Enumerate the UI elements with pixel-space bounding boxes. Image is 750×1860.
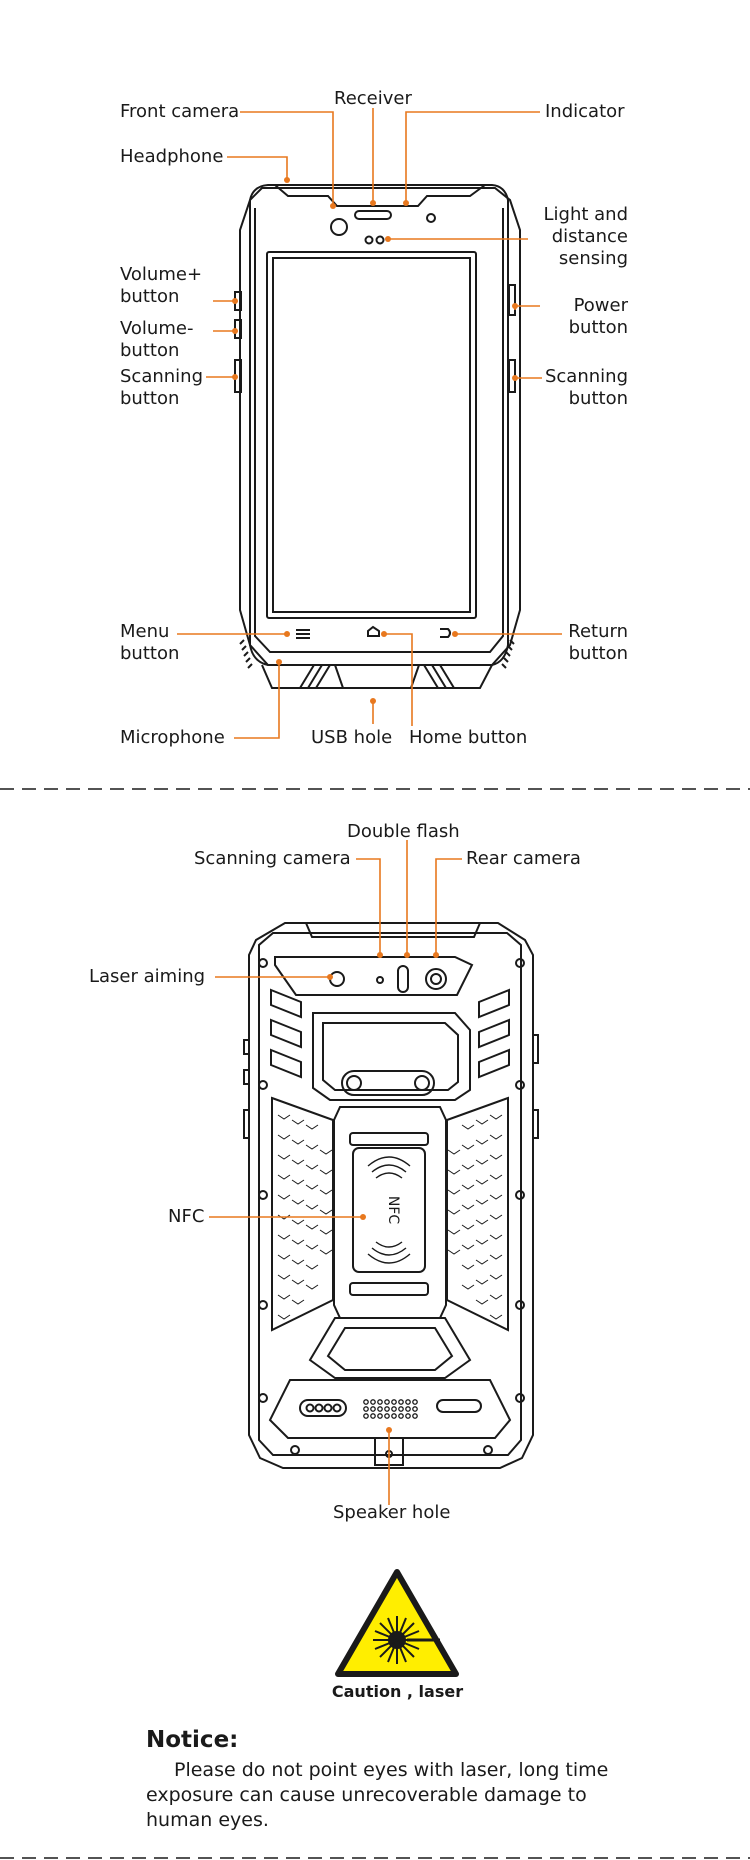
label-return-button: Return button	[568, 621, 628, 664]
label-nfc: NFC	[168, 1206, 205, 1227]
label-power-button: Power button	[568, 295, 628, 338]
phone-back	[243, 922, 539, 1469]
front-leader-dots	[232, 177, 518, 704]
notice-body-text: Please do not point eyes with laser, lon…	[146, 1759, 609, 1831]
grip-texture	[277, 1114, 503, 1320]
label-scanning-camera: Scanning camera	[194, 848, 351, 869]
label-headphone: Headphone	[120, 146, 224, 167]
label-front-camera: Front camera	[120, 101, 240, 122]
label-light-distance-sensing: Light and distance sensing	[543, 204, 628, 269]
back-leader-dots	[327, 952, 439, 1433]
label-scanning-button-left: Scanning button	[120, 366, 204, 409]
label-speaker-hole: Speaker hole	[333, 1502, 451, 1523]
notice-body: Please do not point eyes with laser, lon…	[146, 1758, 646, 1833]
label-volume-down-button: Volume- button	[120, 318, 194, 361]
label-laser-aiming: Laser aiming	[89, 966, 206, 987]
phone-front	[234, 184, 521, 689]
label-usb-hole: USB hole	[311, 727, 393, 748]
label-indicator: Indicator	[545, 101, 625, 122]
nfc-chip-text: NFC	[385, 1196, 401, 1225]
label-home-button: Home button	[409, 727, 528, 748]
label-double-flash: Double flash	[347, 821, 460, 842]
front-leaders	[177, 108, 562, 739]
label-scanning-button-right: Scanning button	[544, 366, 628, 409]
nfc-wave-icon	[367, 1156, 411, 1264]
caution-label: Caution , laser	[331, 1682, 464, 1701]
label-receiver: Receiver	[334, 88, 412, 109]
notice-title: Notice:	[146, 1727, 239, 1753]
label-microphone: Microphone	[120, 727, 225, 748]
label-menu-button: Menu button	[120, 621, 180, 664]
laser-warning-icon	[335, 1569, 459, 1677]
label-volume-up-button: Volume+ button	[120, 264, 203, 307]
back-leaders	[209, 840, 462, 1505]
label-rear-camera: Rear camera	[466, 848, 581, 869]
